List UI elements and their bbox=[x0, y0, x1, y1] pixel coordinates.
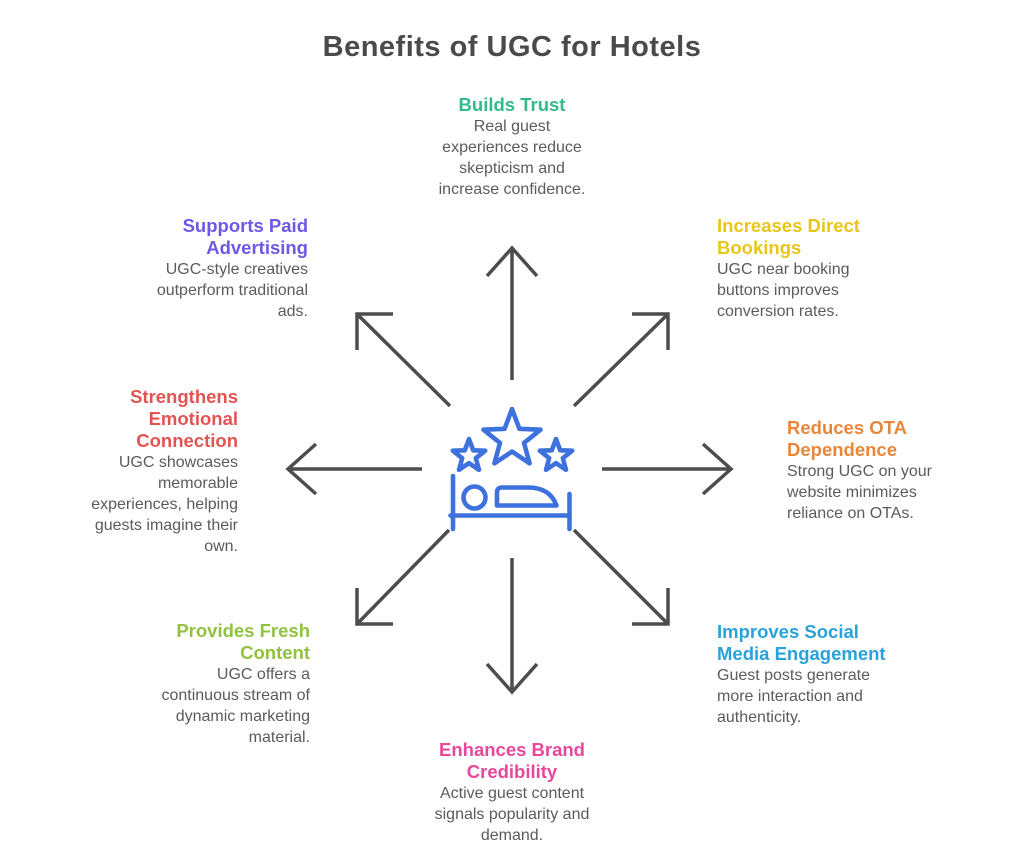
star-icon-large bbox=[481, 406, 543, 466]
arrow-up bbox=[485, 245, 539, 380]
star-icon-small-right bbox=[537, 436, 575, 473]
benefit-description: Guest posts generate more interaction an… bbox=[717, 667, 870, 726]
benefit-description: Real guest experiences reduce skepticism… bbox=[438, 118, 586, 198]
benefit-title: Provides Fresh Content bbox=[176, 620, 310, 663]
arrow-right bbox=[602, 442, 734, 496]
benefit-increases-direct-bookings: Increases Direct Bookings UGC near booki… bbox=[717, 215, 892, 322]
hotel-bed-with-three-stars-icon bbox=[448, 406, 575, 532]
arrow-up-left bbox=[355, 312, 452, 408]
arrow-up-right bbox=[572, 312, 670, 408]
page-title: Benefits of UGC for Hotels bbox=[322, 31, 702, 64]
benefit-description: Strong UGC on your website minimizes rel… bbox=[787, 463, 932, 522]
benefit-enhances-brand-credibility: Enhances Brand Credibility Active guest … bbox=[392, 739, 632, 843]
benefit-strengthens-emotional-connection: Strengthens Emotional Connection UGC sho… bbox=[23, 386, 238, 557]
benefit-title: Improves Social Media Engagement bbox=[717, 621, 886, 664]
benefit-title: Reduces OTA Dependence bbox=[787, 417, 907, 460]
benefit-title: Increases Direct Bookings bbox=[717, 215, 860, 258]
benefit-title: Enhances Brand Credibility bbox=[439, 739, 585, 782]
benefit-description: UGC near booking buttons improves conver… bbox=[717, 261, 850, 320]
benefit-title: Strengthens Emotional Connection bbox=[130, 386, 238, 451]
benefit-title: Builds Trust bbox=[458, 94, 566, 115]
benefit-description: UGC showcases memorable experiences, hel… bbox=[91, 454, 238, 555]
benefit-reduces-ota-dependence: Reduces OTA Dependence Strong UGC on you… bbox=[787, 417, 972, 524]
benefit-title: Supports Paid Advertising bbox=[182, 215, 308, 258]
benefit-description: UGC offers a continuous stream of dynami… bbox=[161, 666, 310, 746]
arrow-down-right bbox=[572, 528, 670, 626]
benefit-improves-social-media-engagement: Improves Social Media Engagement Guest p… bbox=[717, 621, 907, 728]
benefit-description: UGC-style creatives outperform tradition… bbox=[156, 261, 308, 320]
benefit-provides-fresh-content: Provides Fresh Content UGC offers a cont… bbox=[85, 620, 310, 748]
arrow-down bbox=[485, 558, 539, 695]
benefit-description: Active guest content signals popularity … bbox=[434, 785, 590, 843]
benefit-builds-trust: Builds Trust Real guest experiences redu… bbox=[392, 94, 632, 200]
benefit-supports-paid-advertising: Supports Paid Advertising UGC-style crea… bbox=[103, 215, 308, 322]
star-icon-small-left bbox=[450, 436, 488, 473]
arrow-left bbox=[285, 442, 422, 496]
arrow-down-left bbox=[355, 528, 451, 626]
bed-icon bbox=[448, 473, 572, 532]
